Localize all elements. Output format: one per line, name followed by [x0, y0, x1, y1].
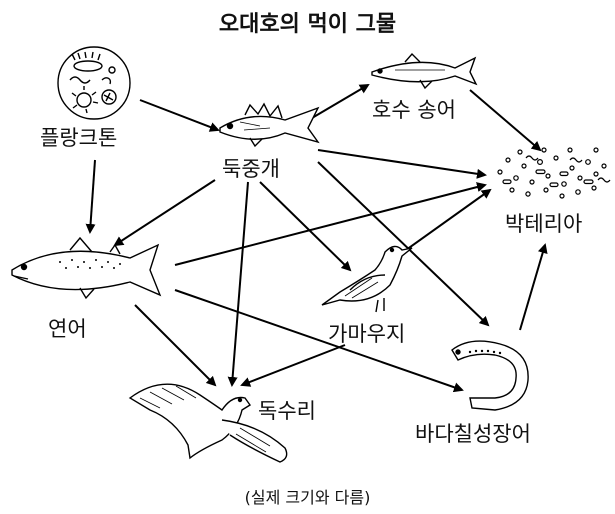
arrows	[85, 83, 548, 393]
plankton-illustration	[57, 46, 131, 120]
label-eagle: 독수리	[258, 399, 316, 423]
arrow-sculpin-to-eagle	[227, 181, 249, 387]
arrow-sculpin-to-lamprey	[317, 161, 490, 327]
label-lake-trout: 호수 송어	[372, 98, 456, 122]
sea-lamprey-illustration	[451, 340, 529, 411]
arrow-sculpin-to-laketrout	[311, 83, 370, 119]
arrow-plankton-to-salmon	[85, 159, 96, 234]
arrow-salmon-to-lamprey	[174, 289, 464, 393]
sculpin-illustration	[219, 102, 320, 148]
label-plankton: 플랑크톤	[40, 126, 118, 150]
arrow-sculpin-to-salmon	[113, 179, 216, 247]
label-bacteria: 박테리아	[505, 212, 583, 236]
arrow-lamprey-to-bacteria	[519, 243, 548, 331]
salmon-illustration	[11, 236, 162, 300]
arrow-plankton-to-sculpin	[139, 99, 220, 132]
arrow-cormorant-to-eagle	[240, 344, 346, 387]
bacteria-illustration	[497, 147, 611, 199]
arrow-laketrout-to-bacteria	[469, 89, 542, 152]
arrow-sculpin-to-cormorant	[259, 181, 352, 272]
label-cormorant: 가마우지	[328, 322, 406, 346]
label-sea-lamprey: 바다칠성장어	[415, 422, 531, 446]
lake-trout-illustration	[371, 52, 478, 90]
label-salmon: 연어	[48, 317, 87, 341]
cormorant-illustration	[321, 245, 413, 313]
label-sculpin: 둑중개	[222, 157, 280, 181]
eagle-illustration	[128, 383, 288, 463]
arrow-salmon-to-bacteria	[174, 182, 487, 266]
arrow-sculpin-to-bacteria	[317, 149, 487, 179]
diagram-title: 오대호의 먹이 그물	[218, 12, 397, 37]
footnote: (실제 크기와 다름)	[244, 488, 371, 507]
arrow-salmon-to-eagle	[134, 304, 217, 387]
